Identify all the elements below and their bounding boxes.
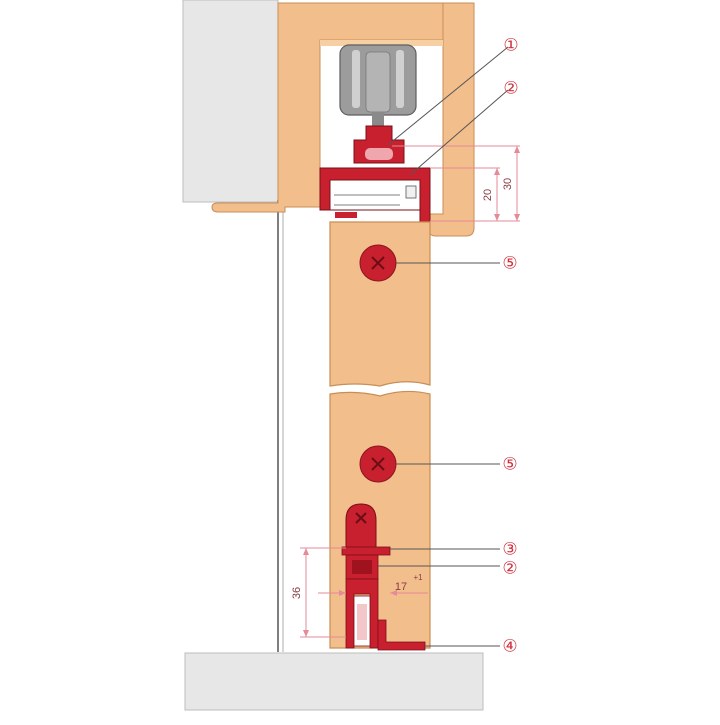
- carriage-wheels: [339, 44, 417, 126]
- door-leaf-upper: [329, 221, 431, 387]
- leader-lines: [378, 46, 509, 647]
- callout-3: ③: [502, 540, 517, 559]
- callout-1: ①: [503, 36, 518, 55]
- dim-36-label: 36: [291, 587, 303, 599]
- bottom-guide: [341, 503, 426, 651]
- callout-5-bottom: ⑤: [502, 455, 517, 474]
- callout-5-top: ⑤: [502, 254, 517, 273]
- dimension-labels: 20 30 36 17 +1: [291, 178, 514, 599]
- dimension-arrows: [303, 146, 520, 637]
- left-wall-panel: [182, 0, 279, 203]
- top-track: [319, 125, 431, 223]
- callout-labels: ① ② ⑤ ⑤ ③ ② ④: [502, 36, 518, 656]
- floor-slab: [184, 652, 484, 711]
- callout-2-bottom: ②: [502, 559, 517, 578]
- dim-20-label: 20: [482, 189, 494, 201]
- dim-17-label: 17: [395, 581, 407, 593]
- callout-2-top: ②: [503, 79, 518, 98]
- door-leaf-lower: [329, 390, 431, 649]
- dimension-lines: [300, 145, 520, 638]
- callout-4: ④: [502, 637, 517, 656]
- dim-17-tolerance: +1: [413, 573, 423, 582]
- dim-30-label: 30: [502, 178, 514, 190]
